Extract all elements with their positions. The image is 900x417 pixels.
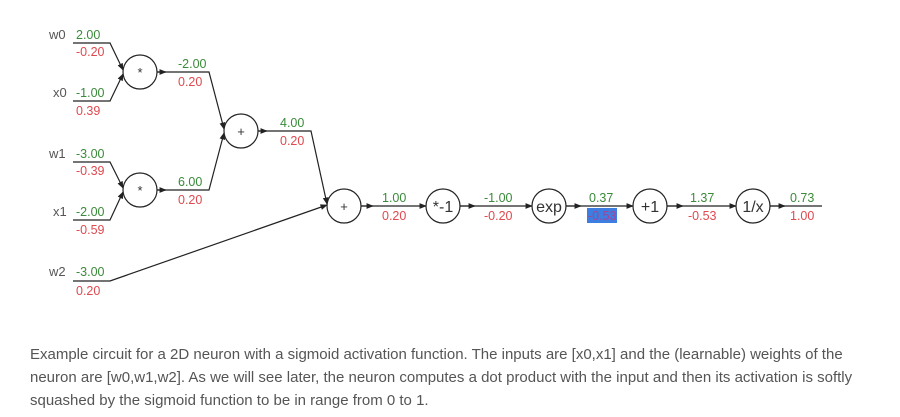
figure-caption: Example circuit for a 2D neuron with a s… xyxy=(30,346,853,409)
wire-w2 xyxy=(73,204,328,282)
output-value: -2.00 xyxy=(178,57,207,71)
node-op: *-1 xyxy=(433,199,454,216)
output-grad: 0.20 xyxy=(280,134,304,148)
node-neg: *-1 xyxy=(425,188,461,224)
node-mul1: * xyxy=(122,172,158,208)
output-grad: -0.53 xyxy=(688,209,717,223)
node-recip: 1/x xyxy=(735,188,771,224)
node-circle xyxy=(425,188,461,224)
input-grad: 0.20 xyxy=(76,284,100,298)
node-op: exp xyxy=(536,199,562,216)
input-grad: -0.59 xyxy=(76,223,105,237)
input-w0: w0 2.00 -0.20 xyxy=(48,27,105,59)
node-op: 1/x xyxy=(742,199,763,216)
output-add0: 4.00 0.20 xyxy=(280,116,304,148)
output-value: 1.37 xyxy=(690,191,714,205)
input-value: -1.00 xyxy=(76,86,105,100)
input-value: 2.00 xyxy=(76,28,100,42)
node-add1: + xyxy=(326,188,362,224)
node-circle xyxy=(531,188,567,224)
node-circle xyxy=(735,188,771,224)
input-grad: -0.20 xyxy=(76,45,105,59)
node-circle xyxy=(223,113,259,149)
wire-w1 xyxy=(73,161,124,189)
node-exp: exp xyxy=(531,188,567,224)
wire-mul0-out xyxy=(157,71,226,130)
wire-x0 xyxy=(73,73,124,102)
wire-mul1-out xyxy=(157,132,226,191)
node-circle xyxy=(632,188,668,224)
output-value: 0.73 xyxy=(790,191,814,205)
output-recip: 0.73 1.00 xyxy=(790,191,814,223)
input-x1: x1 -2.00 -0.59 xyxy=(53,204,105,237)
input-w2: w2 -3.00 0.20 xyxy=(48,264,105,298)
circuit-diagram: w0 2.00 -0.20 x0 -1.00 0.39 w1 -3.00 -0.… xyxy=(48,27,822,298)
input-value: -3.00 xyxy=(76,147,105,161)
wire-add0-out xyxy=(258,130,329,205)
node-circle xyxy=(122,54,158,90)
input-grad: 0.39 xyxy=(76,104,100,118)
node-op: * xyxy=(137,65,142,80)
output-mul0: -2.00 0.20 xyxy=(178,57,207,89)
node-op: + xyxy=(237,124,245,139)
input-label: x0 xyxy=(53,85,67,100)
node-op: +1 xyxy=(641,199,659,216)
output-plus1: 1.37 -0.53 xyxy=(688,191,717,223)
output-value: 1.00 xyxy=(382,191,406,205)
node-add0: + xyxy=(223,113,259,149)
selection-highlight xyxy=(587,208,617,223)
node-mul0: * xyxy=(122,54,158,90)
input-label: x1 xyxy=(53,204,67,219)
node-op: * xyxy=(137,183,142,198)
input-grad: -0.39 xyxy=(76,164,105,178)
input-value: -2.00 xyxy=(76,205,105,219)
input-label: w1 xyxy=(48,146,66,161)
output-grad: -0.20 xyxy=(484,209,513,223)
output-exp: 0.37 -0.53 xyxy=(587,191,617,223)
node-op: + xyxy=(340,199,348,214)
wire-x1 xyxy=(73,191,124,221)
output-grad: 0.20 xyxy=(178,193,202,207)
wire-w0 xyxy=(73,42,124,71)
input-w1: w1 -3.00 -0.39 xyxy=(48,146,105,178)
node-circle xyxy=(326,188,362,224)
output-value: -1.00 xyxy=(484,191,513,205)
output-value: 6.00 xyxy=(178,175,202,189)
output-add1: 1.00 0.20 xyxy=(382,191,406,223)
output-grad: 0.20 xyxy=(382,209,406,223)
node-plus1: +1 xyxy=(632,188,668,224)
output-neg: -1.00 -0.20 xyxy=(484,191,513,223)
output-mul1: 6.00 0.20 xyxy=(178,175,202,207)
output-value: 4.00 xyxy=(280,116,304,130)
input-label: w2 xyxy=(48,264,66,279)
output-value: 0.37 xyxy=(589,191,613,205)
input-value: -3.00 xyxy=(76,265,105,279)
node-circle xyxy=(122,172,158,208)
input-label: w0 xyxy=(48,27,66,42)
input-x0: x0 -1.00 0.39 xyxy=(53,85,105,118)
output-grad[interactable]: -0.53 xyxy=(588,209,617,223)
output-grad: 0.20 xyxy=(178,75,202,89)
output-grad: 1.00 xyxy=(790,209,814,223)
